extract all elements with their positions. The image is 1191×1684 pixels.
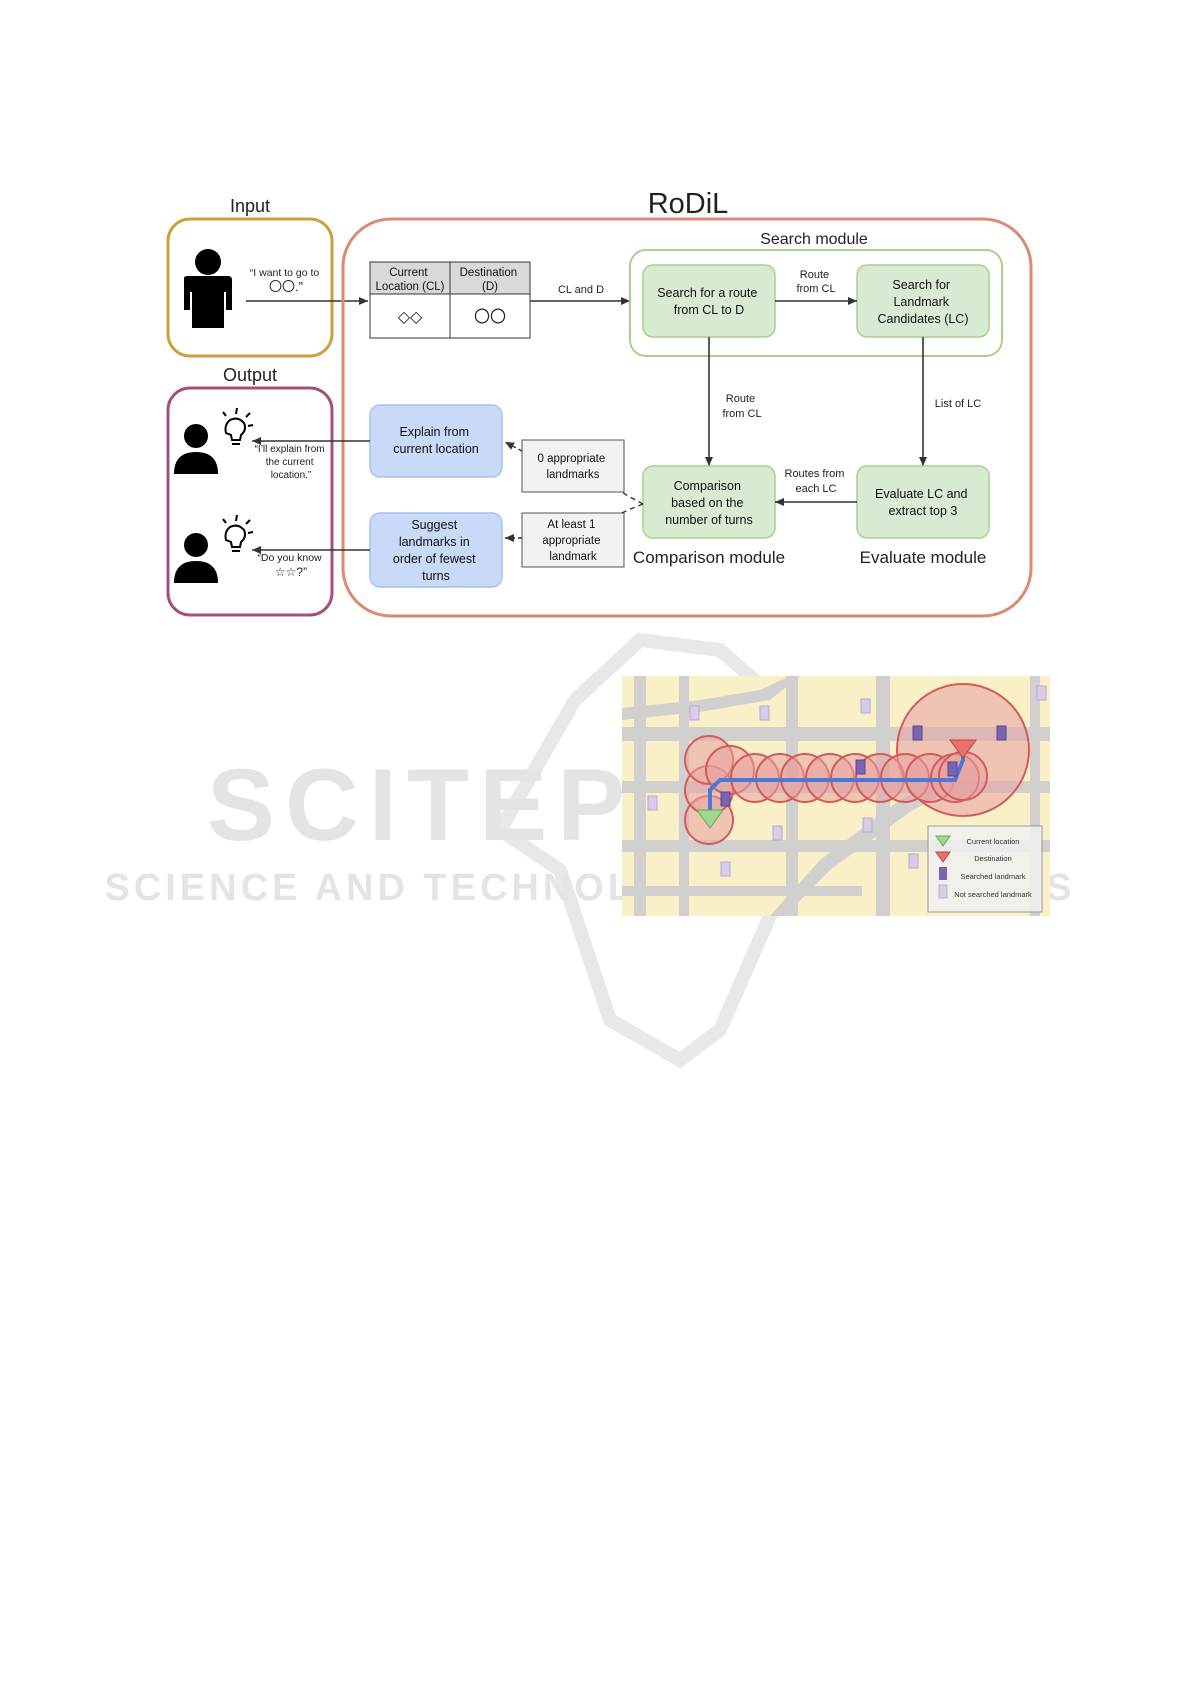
comparison-module-title: Comparison module [633, 548, 785, 567]
comparison-line1: Comparison [674, 479, 741, 493]
evaluate-box [856, 465, 990, 539]
output-quote2-line1: “Do you know [257, 552, 322, 564]
svg-text:Search for Landmark Ca: Search for Landmark Candidates (LC) [877, 278, 968, 326]
table-col2-header-1: Destination [460, 267, 518, 279]
route-search-line1: Search for a route [657, 286, 757, 300]
evaluate-line2: extract top 3 [889, 504, 958, 518]
table-col1-header-2: Location (CL) [375, 281, 444, 293]
svg-text:Search for a route from CL: Search for a route from CL to D [657, 286, 761, 317]
table-col1-value: ◇◇ [398, 309, 423, 326]
edge-routes-each-lc-2: each LC [796, 483, 837, 495]
edge-route-from-cl-down-1: Route [726, 393, 755, 405]
input-frame [166, 217, 334, 358]
edge-route-from-cl-top-2: from CL [796, 283, 835, 295]
table-col2-header-2: (D) [482, 281, 498, 293]
output-quote1-line1: “I’ll explain from [255, 444, 325, 455]
table-col2-value: 〇〇 [474, 308, 506, 326]
output-quote1-line3: location.” [271, 470, 312, 481]
route-search-line2: from CL to D [674, 303, 744, 317]
svg-text:Comparison based on the: Comparison based on the number of turns [665, 479, 753, 527]
suggest-line1: Suggest [411, 518, 457, 532]
output-quote1-line2: the current [266, 457, 314, 468]
table-col1-header-1: Current [389, 267, 428, 279]
explain-line2: current location [393, 442, 479, 456]
svg-text:Destination (D): Destination (D) [460, 267, 521, 293]
evaluate-line1: Evaluate LC and [875, 487, 967, 501]
legend-not-searched: Not searched landmark [954, 890, 1032, 899]
comparison-line2: based on the [671, 496, 743, 510]
suggest-line3: order of fewest [393, 552, 476, 566]
input-quote-line2: 〇〇.” [269, 279, 303, 294]
legend-destination: Destination [974, 854, 1012, 863]
explain-line1: Explain from [400, 425, 469, 439]
input-table: Current Location (CL) Destination (D) ◇◇… [369, 261, 531, 339]
atleast-landmark-box [521, 512, 625, 568]
edge-route-from-cl-top-1: Route [800, 269, 829, 281]
current-location-marker [696, 809, 724, 829]
edge-routes-each-lc-1: Routes from [785, 468, 845, 480]
output-title: Output [223, 365, 277, 385]
landmark-search-line1: Search for [892, 278, 950, 292]
input-title: Input [230, 196, 270, 216]
route-map: Current location Destination Searched la… [622, 676, 1050, 916]
explain-box [369, 404, 503, 478]
atleast-line1: At least 1 [547, 519, 595, 531]
svg-text:Suggest landmarks in o: Suggest landmarks in order of fewest tur… [393, 518, 479, 583]
output-person-1-icon [174, 407, 254, 474]
output-person-2-icon [174, 514, 254, 583]
output-quote2-line2: ☆☆?” [275, 565, 307, 579]
input-quote-line1: “I want to go to [250, 267, 320, 279]
edge-cl-and-d: CL and D [558, 284, 604, 296]
svg-text:“I’ll explain from the cur: “I’ll explain from the current location.… [255, 444, 328, 481]
route-search-box [642, 264, 776, 338]
zero-landmarks-line1: 0 appropriate [538, 453, 606, 465]
map-legend: Current location Destination Searched la… [927, 825, 1043, 913]
svg-text:Explain from current locat: Explain from current location [393, 425, 479, 456]
landmark-search-line2: Landmark [893, 295, 949, 309]
search-module-frame [629, 249, 1003, 357]
suggest-line2: landmarks in [399, 535, 470, 549]
evaluate-module-title: Evaluate module [860, 548, 987, 567]
input-quote: “I want to go to 〇〇.” [250, 267, 322, 294]
edge-list-of-lc: List of LC [935, 398, 982, 410]
destination-marker [949, 739, 977, 759]
zero-landmarks-line2: landmarks [546, 469, 599, 481]
svg-text:0 appropriate landmarks: 0 appropriate landmarks [538, 453, 609, 481]
comparison-line3: number of turns [665, 513, 753, 527]
zero-landmarks-box [521, 439, 625, 493]
input-person-icon [184, 249, 232, 328]
suggest-line4: turns [422, 569, 450, 583]
svg-text:Route from CL: Route from CL [722, 393, 761, 420]
rodil-frame [341, 217, 1033, 618]
landmark-search-line3: Candidates (LC) [877, 312, 968, 326]
atleast-line3: landmark [549, 551, 597, 563]
search-module-title: Search module [760, 231, 868, 248]
svg-text:“Do you know ☆☆?”: “Do you know ☆☆?” [257, 552, 324, 579]
svg-text:At least 1 appropriate: At least 1 appropriate landmark [542, 519, 603, 563]
edge-route-from-cl-down-2: from CL [722, 408, 761, 420]
output-frame [166, 386, 334, 617]
svg-text:Route from CL: Route from CL [796, 269, 835, 295]
svg-text:Evaluate LC and extract to: Evaluate LC and extract top 3 [875, 487, 971, 518]
system-title: RoDiL [648, 188, 729, 220]
atleast-line2: appropriate [542, 535, 600, 547]
svg-text:Current Location (CL): Current Location (CL) [375, 267, 444, 293]
legend-current: Current location [967, 837, 1020, 846]
legend-searched: Searched landmark [960, 872, 1025, 881]
svg-text:Routes from each LC: Routes from each LC [785, 468, 848, 495]
